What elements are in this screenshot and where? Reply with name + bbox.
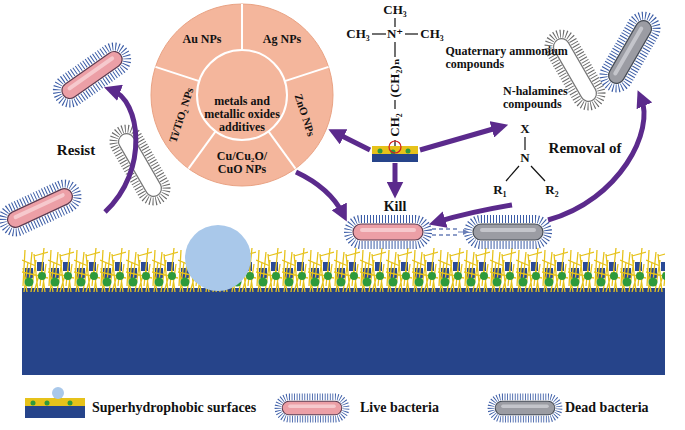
wheel-segment: Ag NPs	[252, 33, 312, 46]
dead-bacterium	[468, 219, 548, 245]
surface-coating	[22, 242, 665, 292]
chem-group: CH₃	[420, 27, 443, 41]
process-label: Removal of	[549, 140, 622, 157]
chem-group: (CH₂)ₙ	[388, 59, 402, 98]
chem-group: R₂	[545, 183, 558, 197]
legend-live-icon	[278, 397, 346, 419]
chem-group: R₁	[493, 183, 506, 197]
dead-bacterium	[599, 11, 662, 93]
wheel-segment: Cu/Cu₂O/ CuO NPs	[211, 150, 273, 176]
segment-label: Cu/Cu₂O/ CuO NPs	[211, 150, 273, 176]
live-bacterium	[52, 41, 132, 108]
legend-text: Dead bacteria	[565, 400, 649, 415]
live-bacterium	[0, 179, 82, 236]
wheel-segment: Au NPs	[172, 33, 232, 46]
wheel-center-text: metals and metallic oxides additives	[202, 95, 282, 135]
legend-surface-icon	[25, 387, 85, 418]
compound-label: N-halamines compounds	[503, 85, 593, 111]
chem-group: CH₂	[388, 113, 402, 136]
transition-arrow	[432, 229, 460, 235]
chem-group: CH₃	[383, 3, 406, 17]
chem-group: N	[520, 151, 529, 165]
transition-arrowhead	[458, 232, 466, 233]
process-label: Resist	[57, 142, 95, 159]
process-label: Kill	[384, 199, 407, 214]
segment-label: Ag NPs	[252, 33, 312, 46]
water-droplet	[185, 225, 251, 291]
chem-group: X	[520, 122, 529, 136]
legend-text: Live bacteria	[360, 400, 439, 415]
live-bacterium	[348, 219, 428, 245]
legend-dead-icon	[491, 397, 559, 419]
segment-label: Au NPs	[172, 33, 232, 46]
legend-text: Superhydrophobic surfaces	[92, 400, 256, 415]
chem-group: CH₃	[346, 27, 369, 41]
chem-group: N⁺	[387, 27, 403, 41]
substrate	[22, 288, 665, 375]
additive-wheel: metals and metallic oxides additives Au N…	[150, 3, 334, 187]
compound-label: Quaternary ammonium compounds	[446, 45, 571, 71]
surface-icon	[372, 141, 418, 162]
